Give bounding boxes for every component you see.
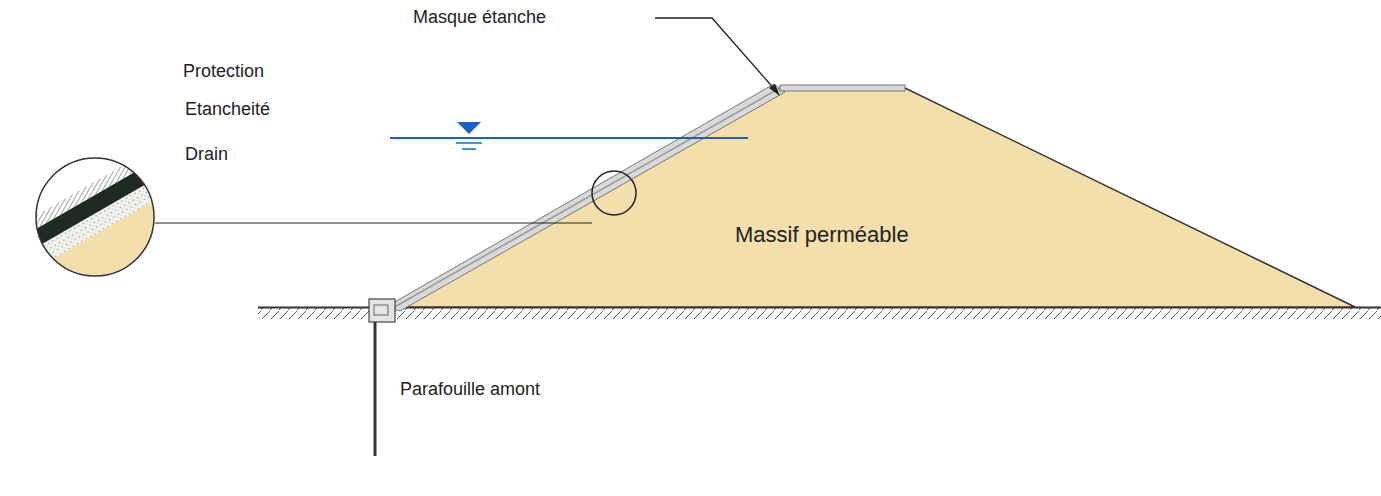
crest-mask [780,85,905,91]
mask-line [391,88,780,309]
water-level [390,137,748,139]
leader-line [655,18,777,92]
detail-leader [155,222,592,223]
water-symbol-line [456,142,482,144]
cutoff-label: Parafouille amont [400,380,540,400]
mask-label: Masque étanche [413,8,546,28]
zoom-circle [36,158,154,276]
body-label: Massif perméable [735,223,909,247]
drain-label: Drain [185,145,228,165]
leader-arrowhead [769,84,780,96]
waterproofing-label: Etancheité [185,100,270,120]
water-symbol [457,122,481,134]
ground-hatching [258,308,1381,319]
water-symbol-line [462,148,476,150]
protection-label: Protection [183,62,264,82]
dam-body [395,88,1355,307]
cutoff-detail [374,305,388,315]
cutoff-block [369,299,395,322]
detail-circle [592,171,636,215]
waterproof-mask [386,84,785,311]
cutoff-wall [374,322,377,456]
